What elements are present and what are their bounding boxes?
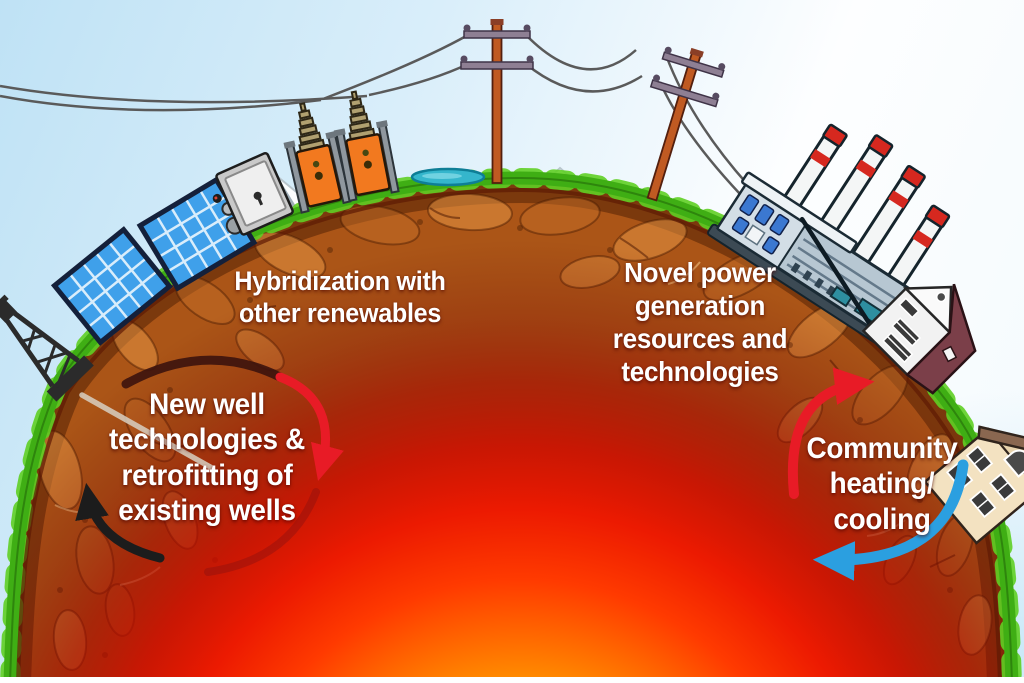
drill-rig-icon — [0, 294, 94, 402]
transformer-icon — [333, 90, 400, 202]
red-arrow-to-house — [787, 367, 875, 499]
geothermal-plant-icon — [707, 123, 951, 349]
lake — [410, 167, 486, 187]
blue-arrow-return — [812, 459, 969, 581]
drill-pipe — [79, 392, 215, 471]
solar-panel-icon — [50, 226, 174, 346]
power-lines — [0, 33, 749, 195]
red-arc-fade — [204, 488, 320, 576]
dark-arc — [121, 355, 285, 389]
house-icon — [861, 283, 977, 395]
black-arrow-up — [75, 482, 165, 563]
label-new-well: New well technologies & retrofitting of … — [108, 388, 306, 528]
community-cycle-arrows — [787, 367, 969, 581]
utility-cabinet-icon — [212, 152, 294, 236]
chimney-icon — [776, 123, 951, 294]
label-community-heating-cooling: Community heating/ cooling — [806, 431, 958, 536]
label-hybridization: Hybridization with other renewables — [234, 266, 446, 328]
power-pole-icon — [646, 46, 726, 202]
well-cycle-arrows — [75, 355, 344, 576]
bottom-white-border — [0, 677, 1024, 683]
house-icon — [923, 425, 1024, 545]
transformer-icon — [283, 102, 352, 214]
power-pole-icon — [460, 19, 534, 184]
red-arrow-down — [275, 372, 344, 481]
label-novel-power: Novel power generation resources and tec… — [612, 256, 788, 388]
